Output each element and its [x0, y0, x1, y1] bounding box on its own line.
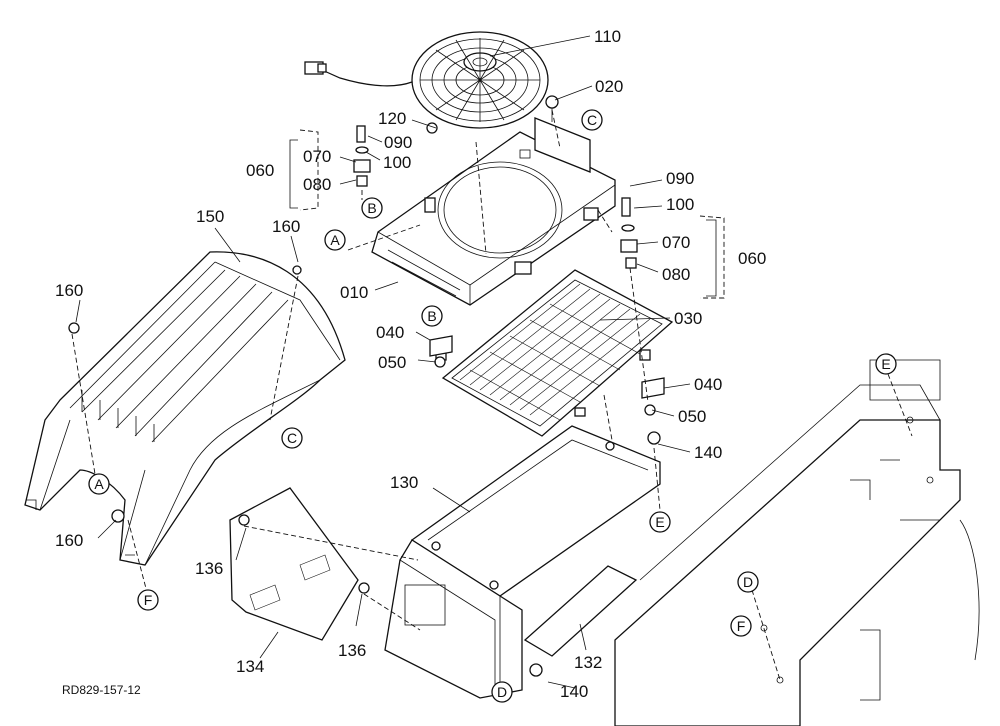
label-050-left: 050 — [378, 353, 406, 372]
label-050-right: 050 — [678, 407, 706, 426]
label-020: 020 — [595, 77, 623, 96]
label-100-left: 100 — [383, 153, 411, 172]
label-160-top: 160 — [272, 217, 300, 236]
label-070-left: 070 — [303, 147, 331, 166]
ref-a-top: A — [324, 229, 346, 251]
label-100-right: 100 — [666, 195, 694, 214]
cooling-fan — [304, 31, 549, 129]
label-040-right: 040 — [694, 375, 722, 394]
label-130: 130 — [390, 473, 418, 492]
label-070-right: 070 — [662, 233, 690, 252]
label-136-right: 136 — [338, 641, 366, 660]
svg-text:C: C — [287, 430, 297, 446]
ref-e-duct: E — [649, 511, 671, 533]
svg-text:D: D — [743, 574, 753, 590]
hardware-left — [353, 125, 371, 187]
ref-b-top: B — [361, 197, 383, 219]
fan-shroud — [371, 95, 616, 306]
label-010: 010 — [340, 283, 368, 302]
ref-e-frame: E — [875, 353, 897, 375]
ref-a-fender: A — [88, 473, 110, 495]
condenser — [429, 269, 674, 437]
svg-text:A: A — [94, 476, 104, 492]
ref-b-mid: B — [421, 305, 443, 327]
label-030: 030 — [674, 309, 702, 328]
label-040-left: 040 — [376, 323, 404, 342]
svg-text:E: E — [881, 356, 890, 372]
label-140-right: 140 — [694, 443, 722, 462]
label-090-right: 090 — [666, 169, 694, 188]
label-060-left: 060 — [246, 161, 274, 180]
fender-cover — [24, 251, 346, 566]
svg-text:B: B — [367, 200, 376, 216]
label-120: 120 — [378, 109, 406, 128]
svg-text:E: E — [655, 514, 664, 530]
ref-d-duct: D — [491, 681, 513, 703]
svg-text:B: B — [427, 308, 436, 324]
label-080-right: 080 — [662, 265, 690, 284]
svg-text:F: F — [737, 618, 746, 634]
ref-f-fender: F — [137, 589, 159, 611]
svg-text:C: C — [587, 112, 597, 128]
label-160-left: 160 — [55, 281, 83, 300]
label-132: 132 — [574, 653, 602, 672]
ref-c-fender: C — [281, 427, 303, 449]
label-150: 150 — [196, 207, 224, 226]
svg-text:A: A — [330, 232, 340, 248]
label-060-right: 060 — [738, 249, 766, 268]
ref-c-top: C — [581, 109, 603, 131]
svg-text:D: D — [497, 684, 507, 700]
label-110: 110 — [594, 27, 621, 46]
label-160-bottom: 160 — [55, 531, 83, 550]
reference-markers: C B A B C A F E — [88, 109, 897, 703]
part-labels: 110 020 120 090 100 070 080 060 090 100 … — [55, 27, 766, 701]
air-duct — [229, 425, 661, 699]
frame-chassis — [529, 359, 980, 726]
label-080-left: 080 — [303, 175, 331, 194]
ref-f-frame: F — [730, 615, 752, 637]
label-140-bottom: 140 — [560, 682, 588, 701]
label-090-left: 090 — [384, 133, 412, 152]
ref-d-frame: D — [737, 571, 759, 593]
label-134: 134 — [236, 657, 264, 676]
alignment-dashes — [71, 109, 913, 681]
hardware-right — [620, 197, 638, 269]
svg-text:F: F — [144, 592, 153, 608]
label-136-left: 136 — [195, 559, 223, 578]
leader-lines — [75, 35, 717, 689]
drawing-code: RD829-157-12 — [62, 683, 141, 697]
